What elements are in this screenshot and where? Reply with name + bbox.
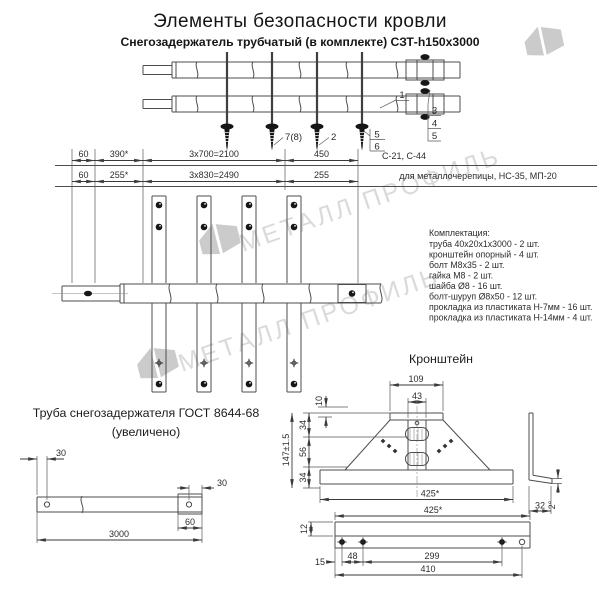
dim-299: 299 xyxy=(424,551,439,561)
dim-34-bottom: 34 xyxy=(298,472,308,482)
dim-base-425: 425* xyxy=(421,489,440,499)
tube-end-clamp xyxy=(337,284,367,303)
dim-3000: 3000 xyxy=(109,529,129,539)
profile-types-row1: С-21, С-44 xyxy=(382,151,426,161)
parts-list-item: болт М8х35 - 2 шт. xyxy=(429,260,504,270)
roof-screw-icon xyxy=(265,123,279,151)
page-subtitle: Снегозадержатель трубчатый (в комплекте)… xyxy=(120,35,479,49)
watermarks: МЕТАЛЛ ПРОФИЛЬ МЕТАЛЛ ПРОФИЛЬ xyxy=(134,22,566,383)
tube-detail-subtitle: (увеличено) xyxy=(112,425,181,439)
parts-list-item: гайка М8 - 2 шт. xyxy=(429,271,493,281)
callout-2: 2 xyxy=(331,132,336,143)
roof-screw-icon xyxy=(310,123,324,151)
dim-row1-390: 390* xyxy=(110,149,129,159)
dim-32: 32 xyxy=(535,501,545,511)
dim-row1-3x700: 3х700=2100 xyxy=(189,149,239,159)
page-title: Элементы безопасности кровли xyxy=(153,11,447,32)
dim-row2-255: 255* xyxy=(110,170,129,180)
parts-list-item: труба 40х20х1х3000 - 2 шт. xyxy=(429,239,539,249)
callout-6: 6 xyxy=(374,142,379,153)
dim-row2-3x830: 3х830=2490 xyxy=(189,170,239,180)
dim-48: 48 xyxy=(347,551,357,561)
callout-7-8: 7(8) xyxy=(285,132,302,143)
bracket-title: Кронштейн xyxy=(409,352,473,366)
parts-list: Комплектация: труба 40х20х1х3000 - 2 шт.… xyxy=(429,228,592,323)
plan-view xyxy=(52,190,383,393)
parts-list-item: прокладка из пластиката Н-7мм - 16 шт. xyxy=(429,302,592,312)
callout-3: 3 xyxy=(432,106,437,117)
bracket-holes xyxy=(380,438,454,454)
dim-147: 147±1.5 xyxy=(281,434,291,466)
dim-60: 60 xyxy=(185,517,195,527)
tube-clamp xyxy=(405,54,445,120)
dim-row1-450: 450 xyxy=(314,149,329,159)
profile-types-row2: для металлочерепицы, НС-35, МП-20 xyxy=(399,171,556,181)
tube-detail-view: Труба снегозадержателя ГОСТ 8644-68 (уве… xyxy=(20,406,259,543)
parts-list-item: шайба Ø8 - 16 шт. xyxy=(429,281,502,291)
parts-list-item: кронштейн опорный - 4 шт. xyxy=(429,250,539,260)
dim-row2-255b: 255 xyxy=(314,170,329,180)
dim-15: 15 xyxy=(315,557,325,567)
bracket-bottom-view: 425* 12 15 48 299 410 xyxy=(299,505,531,578)
dim-10: 10 xyxy=(314,396,324,406)
dim-12: 12 xyxy=(299,524,309,534)
callout-5b: 5 xyxy=(374,130,379,141)
dim-strip-425: 425* xyxy=(424,505,443,515)
callout-5: 5 xyxy=(432,131,437,142)
top-assembly-view: 1 3 4 5 7(8) 2 5 6 xyxy=(142,52,461,153)
tube-detail-title: Труба снегозадержателя ГОСТ 8644-68 xyxy=(33,406,260,420)
dim-43: 43 xyxy=(412,391,422,401)
parts-list-item: прокладка из пластиката Н-14мм - 4 шт. xyxy=(429,313,592,323)
bracket-views: Кронштейн 109 43 xyxy=(281,352,562,578)
roof-screw-icon xyxy=(355,123,369,151)
dim-row1-60: 60 xyxy=(78,149,88,159)
dim-109: 109 xyxy=(408,374,423,384)
dim-angle-2: 2° xyxy=(547,500,557,509)
dimension-table: 60 390* 3х700=2100 450 С-21, С-44 60 255… xyxy=(55,149,597,190)
dim-410: 410 xyxy=(420,564,435,574)
bracket-strip xyxy=(151,195,302,393)
bracket-front-view: 109 43 10 34 56 34 147±1.5 425* xyxy=(281,374,514,503)
bracket-side-view: 32 2° xyxy=(528,412,562,514)
dim-left-30: 30 xyxy=(56,448,66,458)
watermark-text-lower: МЕТАЛЛ ПРОФИЛЬ xyxy=(175,262,443,378)
parts-list-heading: Комплектация: xyxy=(429,228,490,238)
dim-56: 56 xyxy=(298,447,308,457)
roof-screw-icon xyxy=(220,123,234,151)
dim-row2-60: 60 xyxy=(78,170,88,180)
callout-1: 1 xyxy=(399,90,404,101)
callout-4: 4 xyxy=(432,119,438,130)
metal-profil-logo-icon xyxy=(522,22,566,59)
dim-right-30: 30 xyxy=(217,478,227,488)
dim-34-top: 34 xyxy=(298,420,308,430)
parts-list-item: болт-шуруп Ø8х50 - 12 шт. xyxy=(429,292,537,302)
